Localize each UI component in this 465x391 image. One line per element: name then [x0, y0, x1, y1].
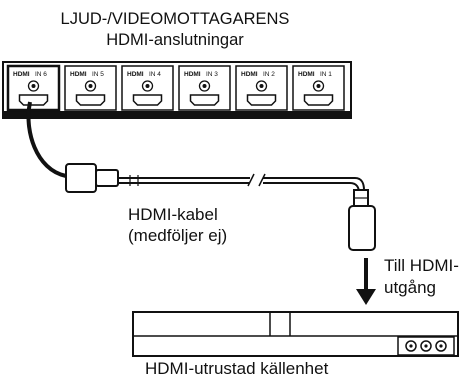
hdmi-port-in-1: HDMI IN 1: [292, 65, 345, 111]
output-label-line1: Till HDMI-: [384, 256, 459, 275]
hdmi-plug-icon: [348, 189, 376, 251]
receiver-title-line1: LJUD-/VIDEOMOTTAGARENS: [60, 10, 290, 28]
hdmi-port-icon: [189, 94, 220, 106]
hdmi-port-in-6: HDMI IN 6: [6, 64, 61, 112]
port-label: IN 4: [149, 71, 161, 78]
hdmi-port-row: HDMI IN 6 HDMI IN 5 HDMI IN 4 HDMI IN 3 HDMI IN 2…: [6, 64, 345, 112]
source-device: [132, 311, 459, 357]
port-label: IN 3: [206, 71, 218, 78]
hdmi-port-icon: [132, 94, 163, 106]
output-label-line2: utgång: [384, 278, 436, 297]
hdmi-port-icon: [18, 94, 49, 106]
hdmi-port-in-5: HDMI IN 5: [64, 65, 117, 111]
hdmi-port-icon: [246, 94, 277, 106]
hdmi-logo-text: HDMI: [70, 71, 87, 78]
hdmi-logo-text: HDMI: [298, 71, 315, 78]
port-label: IN 5: [92, 71, 104, 78]
hdmi-port-icon: [75, 94, 106, 106]
port-label: IN 6: [35, 71, 47, 78]
rca-jack-icon: [435, 340, 447, 352]
hdmi-logo-text: HDMI: [184, 71, 201, 78]
source-device-label: HDMI-utrustad källenhet: [145, 359, 329, 378]
port-label: IN 1: [320, 71, 332, 78]
hdmi-cable: [26, 101, 376, 251]
hdmi-port-in-4: HDMI IN 4: [121, 65, 174, 111]
hdmi-logo-text: HDMI: [241, 71, 258, 78]
hdmi-plug-icon: [65, 163, 119, 193]
cable-label-line1: HDMI-kabel: [128, 205, 218, 224]
rca-jack-icon: [405, 340, 417, 352]
arrow-down-icon: [356, 258, 376, 305]
port-label: IN 2: [263, 71, 275, 78]
hdmi-logo-text: HDMI: [13, 71, 30, 78]
hdmi-port-in-3: HDMI IN 3: [178, 65, 231, 111]
hdmi-port-icon: [303, 94, 334, 106]
hdmi-logo-text: HDMI: [127, 71, 144, 78]
receiver-title-line2: HDMI-anslutningar: [106, 31, 244, 49]
cable-label-line2: (medföljer ej): [128, 226, 228, 245]
rca-jack-icon: [420, 340, 432, 352]
hdmi-port-in-2: HDMI IN 2: [235, 65, 288, 111]
